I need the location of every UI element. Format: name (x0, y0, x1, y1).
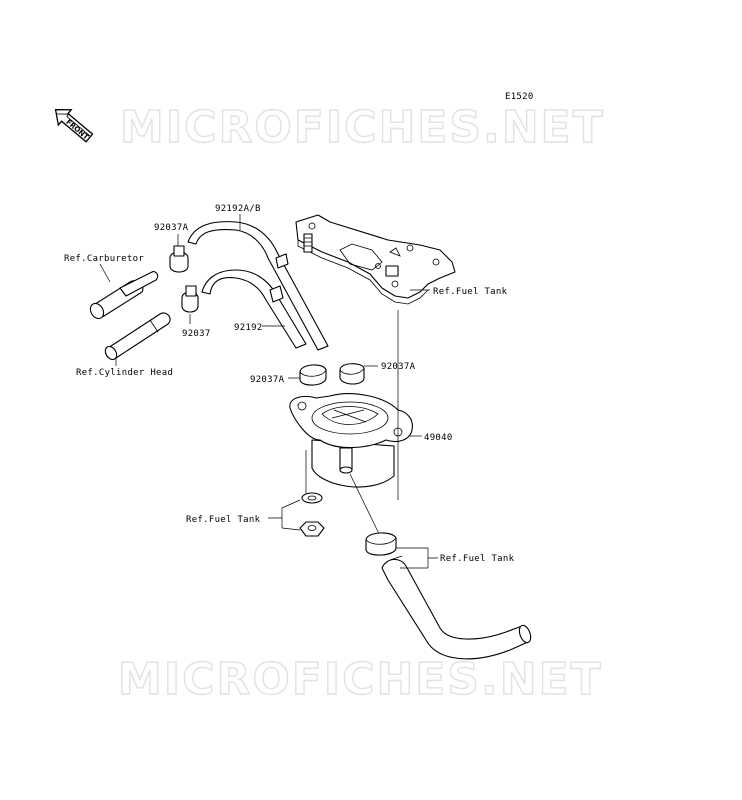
label-ref-fuel-tank-bracket: Ref.Fuel Tank (433, 287, 508, 297)
nut (299, 521, 325, 537)
label-ref-fuel-tank-lower: Ref.Fuel Tank (186, 515, 261, 525)
clamp-92037a-top (169, 245, 189, 273)
fuel-tank-bracket (295, 214, 456, 305)
clamp-lower (365, 532, 397, 556)
watermark-top: MICROFICHES.NET (120, 102, 605, 153)
label-92037: 92037 (182, 329, 211, 339)
clamp-92037a-left (299, 364, 327, 386)
label-92037a-left: 92037A (250, 375, 285, 385)
diagram-code: E1520 (505, 92, 534, 102)
cylinder-head-pipe (104, 312, 171, 361)
label-92037a-top: 92037A (154, 223, 189, 233)
watermark-bottom: MICROFICHES.NET (118, 654, 603, 705)
label-ref-fuel-tank-hose: Ref.Fuel Tank (440, 554, 515, 564)
front-arrow-icon: FRONT (54, 109, 94, 143)
label-49040: 49040 (424, 433, 453, 443)
label-92192ab: 92192A/B (215, 204, 261, 214)
alignment-line-hose (349, 473, 383, 541)
leader-fuel-tank-lower (268, 499, 301, 531)
fuel-pump (289, 393, 413, 488)
label-ref-carburetor: Ref.Carburetor (64, 254, 144, 264)
washer (301, 492, 323, 504)
leader-carburetor (99, 263, 111, 283)
leader-fuel-tank-hose (396, 547, 438, 569)
clamp-92037 (181, 285, 199, 313)
hose-92192b (201, 269, 307, 349)
label-92192: 92192 (234, 323, 263, 333)
clamp-92037a-right (339, 363, 365, 385)
label-ref-cylinder-head: Ref.Cylinder Head (76, 368, 173, 378)
carburetor-fitting (89, 271, 159, 320)
fuel-tank-hose (381, 555, 532, 660)
hose-92192a (187, 221, 329, 351)
